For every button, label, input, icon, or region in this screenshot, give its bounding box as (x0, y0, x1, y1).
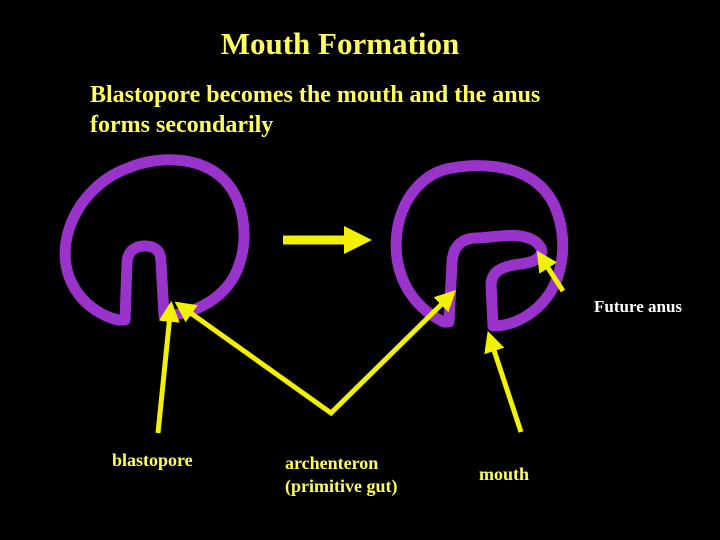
mouth-arrow (484, 331, 524, 433)
future-anus-arrow (536, 250, 566, 293)
subtitle-line-1: Blastopore becomes the mouth and the anu… (90, 82, 541, 108)
archenteron-label: archenteron (primitive gut) (285, 452, 397, 497)
future-anus-label: Future anus (594, 297, 683, 316)
slide-title: Mouth Formation (220, 26, 460, 61)
slide-subtitle: Blastopore becomes the mouth and the anu… (90, 80, 670, 140)
blastopore-arrow (155, 300, 180, 434)
archenteron-label-line-1: archenteron (285, 453, 379, 473)
archenteron-arrows (174, 290, 456, 417)
subtitle-line-2: forms secondarily (90, 112, 274, 138)
transition-arrow (283, 226, 372, 254)
archenteron-label-line-2: (primitive gut) (285, 475, 398, 496)
blastopore-label: blastopore (112, 450, 193, 470)
right-embryo-shape (390, 160, 569, 332)
left-embryo-shape (59, 154, 250, 326)
mouth-label: mouth (479, 464, 530, 484)
